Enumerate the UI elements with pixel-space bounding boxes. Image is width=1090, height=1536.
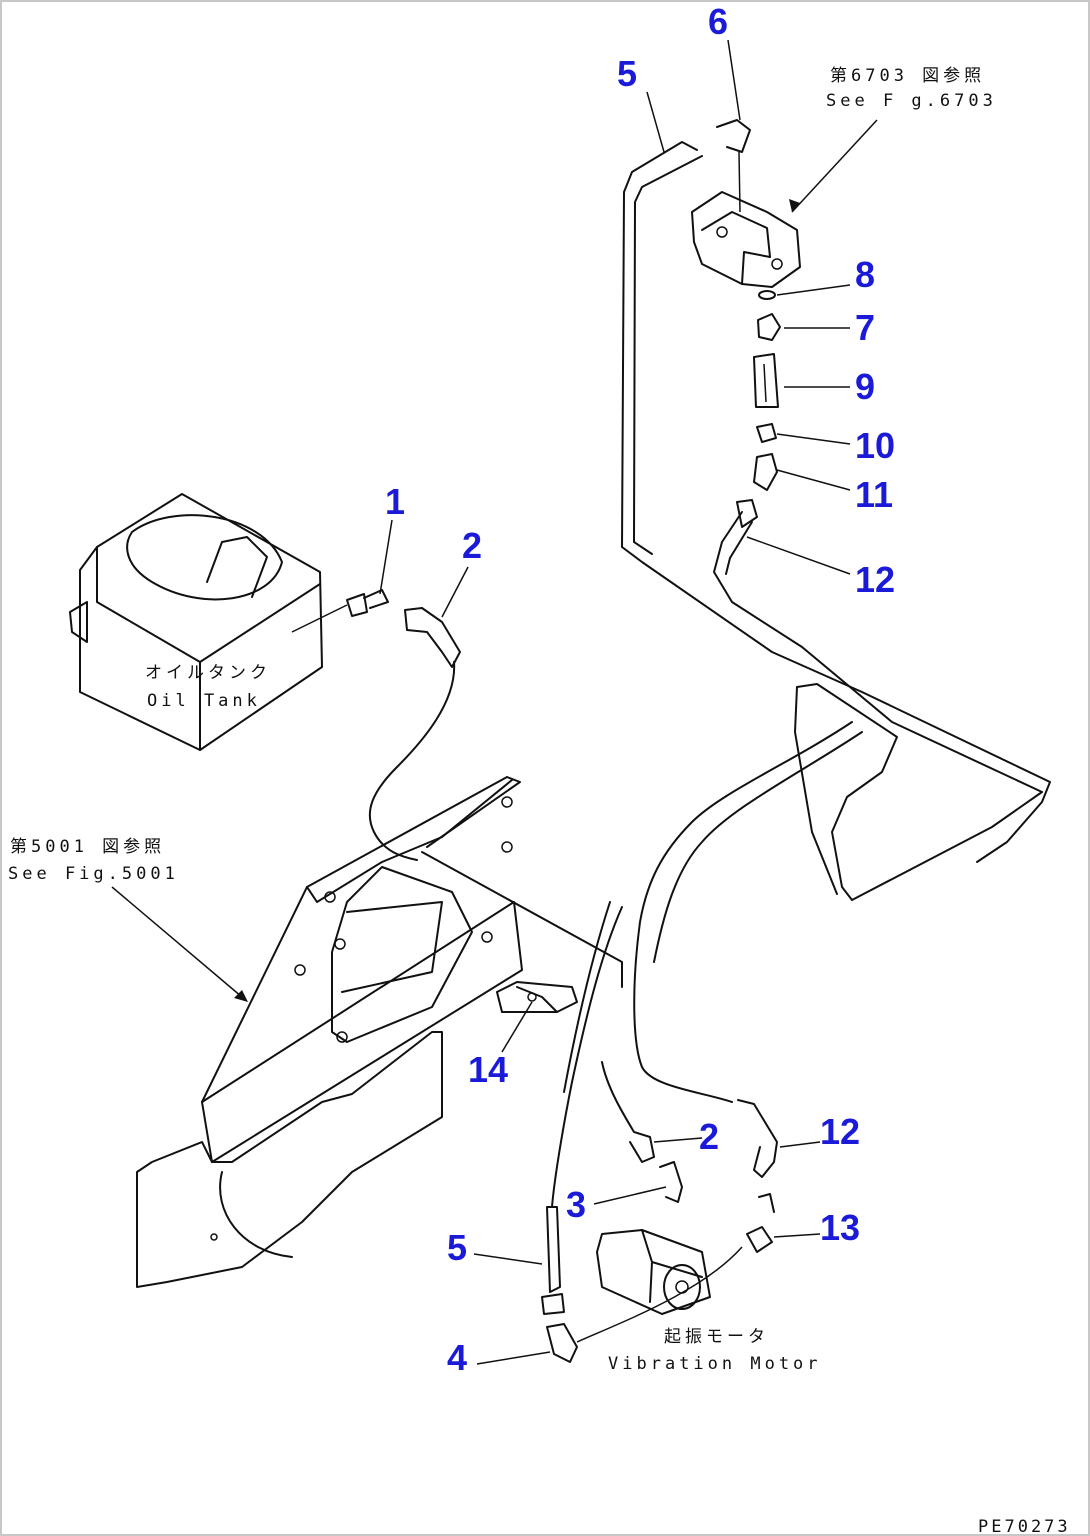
callout-5-bottom: 5	[447, 1227, 467, 1268]
callout-14: 14	[468, 1049, 508, 1090]
callout-3: 3	[566, 1184, 586, 1225]
hose-12-upper	[713, 511, 1043, 793]
oil-tank-label-jp: オイルタンク	[145, 663, 271, 683]
callout-13: 13	[820, 1207, 860, 1248]
oil-tank-drawing	[69, 493, 348, 751]
mounting-plate-drawing	[136, 776, 623, 1288]
suction-hose	[368, 661, 456, 861]
vibration-motor-drawing	[596, 1229, 711, 1315]
callout-12-bottom: 12	[820, 1111, 860, 1152]
callout-1: 1	[385, 481, 405, 522]
drawing-code: PE70273	[978, 1517, 1071, 1536]
bracket-14-drawing	[496, 981, 578, 1013]
hose-5-upper-outer	[633, 155, 703, 555]
callout-12-top: 12	[855, 559, 895, 600]
callout-9: 9	[855, 366, 875, 407]
hose-5-lower	[551, 906, 623, 1208]
callout-8: 8	[855, 254, 875, 295]
ref-5001-en: See Fig.5001	[8, 864, 179, 884]
lower-fittings	[541, 1061, 778, 1363]
return-loop	[796, 683, 1043, 901]
oil-tank-label-en: Oil Tank	[147, 691, 261, 711]
callout-6: 6	[708, 2, 728, 42]
motor-label-en: Vibration Motor	[608, 1354, 822, 1374]
callout-4: 4	[447, 1337, 467, 1378]
valve-stack-parts	[736, 290, 781, 528]
callout-2-top: 2	[462, 525, 482, 566]
hose-5-upper	[621, 141, 1051, 863]
ref-5001-jp: 第5001 図参照	[10, 837, 165, 857]
ref-6703-en: See F g.6703	[826, 91, 997, 111]
callout-2-bottom: 2	[699, 1116, 719, 1157]
pressure-line	[633, 721, 853, 1103]
callout-10: 10	[855, 425, 895, 466]
control-valve-drawing	[691, 119, 801, 288]
callout-7: 7	[855, 307, 875, 348]
ref-6703-jp: 第6703 図参照	[830, 66, 985, 86]
tank-fittings	[346, 589, 461, 668]
motor-label-jp: 起振モータ	[664, 1327, 769, 1347]
leader-lines	[379, 39, 851, 1365]
callout-11: 11	[855, 474, 893, 515]
reference-arrows	[111, 119, 878, 1002]
callout-5-top: 5	[617, 53, 637, 94]
